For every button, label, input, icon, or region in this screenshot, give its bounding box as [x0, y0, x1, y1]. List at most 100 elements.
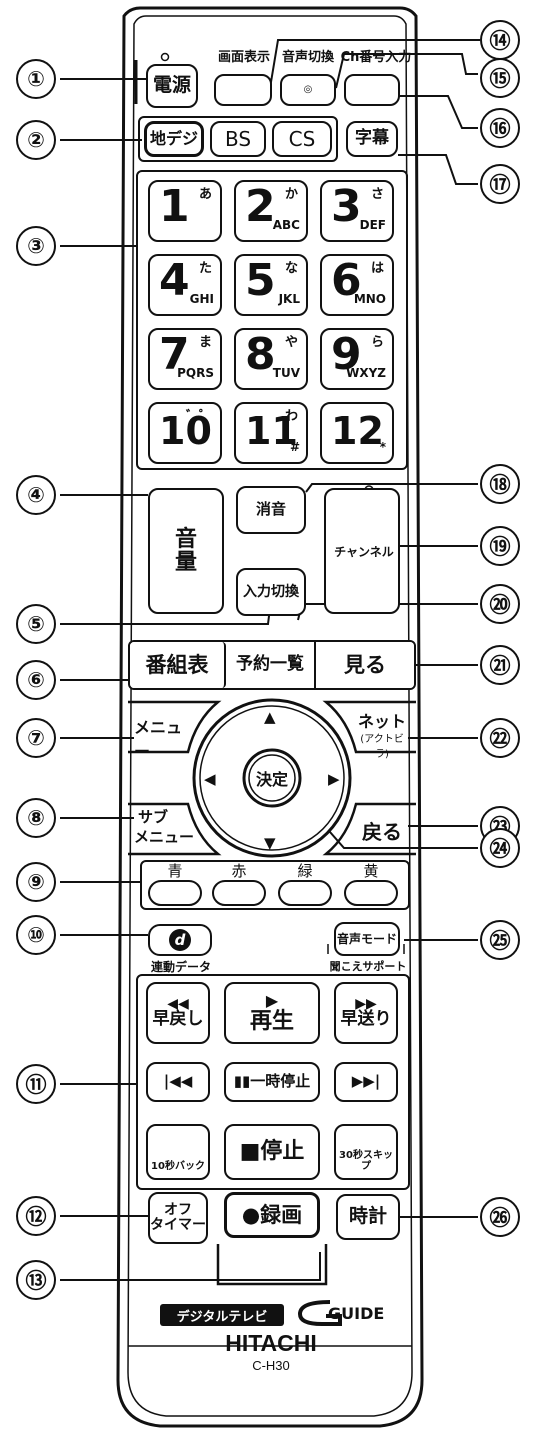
key-number: 11	[245, 409, 298, 453]
key-number: 3	[331, 181, 362, 232]
key-12[interactable]: 12*	[320, 402, 394, 464]
callout-4: ④	[16, 475, 56, 515]
key-kana: あ	[198, 187, 212, 202]
schedule-list-button[interactable]: 予約一覧	[226, 642, 316, 688]
callout-22: ㉒	[480, 718, 520, 758]
menu-button[interactable]: メニュー	[134, 718, 183, 761]
display-label: 画面表示	[217, 50, 270, 65]
pause-icon: ▮▮	[233, 1072, 251, 1091]
linked-data-label: 連動データ	[150, 960, 211, 974]
display-button[interactable]	[214, 74, 272, 106]
volume-rocker[interactable]: 音量	[148, 488, 224, 614]
key-kana: か	[284, 187, 298, 202]
pause-button[interactable]: ▮▮一時停止	[224, 1062, 320, 1102]
input-switch-button[interactable]: 入力切換	[236, 568, 306, 616]
terrestrial-button[interactable]: 地デジ	[144, 121, 204, 157]
skip30-button[interactable]: 30秒スキップ	[334, 1124, 398, 1180]
record-button[interactable]: ●録画	[224, 1192, 320, 1238]
ch-input-label: Ch番号入力	[340, 50, 412, 65]
stop-button[interactable]: ■停止	[224, 1124, 320, 1180]
bs-button[interactable]: BS	[210, 121, 266, 157]
next-chapter-button[interactable]: ▶▶|	[334, 1062, 398, 1102]
key-number: 9	[331, 329, 362, 380]
rewind-button[interactable]: ◀◀ 早戻し	[146, 982, 210, 1044]
down-arrow-button[interactable]: ▼	[264, 834, 276, 852]
callout-21: ㉑	[480, 645, 520, 685]
key-10[interactable]: 10゛゜	[148, 402, 222, 464]
fast-forward-button[interactable]: ▶▶ 早送り	[334, 982, 398, 1044]
prev-chapter-button[interactable]: |◀◀	[146, 1062, 210, 1102]
key-letters: PQRS	[177, 366, 214, 381]
callout-2: ②	[16, 120, 56, 160]
callout-11: ⑪	[16, 1064, 56, 1104]
audio-switch-button[interactable]: ◎	[280, 74, 336, 106]
submenu-line1[interactable]: サブ	[138, 808, 169, 826]
dot-icon: ◎	[303, 83, 313, 95]
rewind-label: 早戻し	[152, 1009, 204, 1030]
play-label: 再生	[249, 1008, 294, 1034]
key-letters: MNO	[353, 292, 386, 307]
watch-button[interactable]: 見る	[316, 642, 414, 688]
callout-14: ⑭	[480, 20, 520, 60]
net-sublabel: (アクトビラ)	[360, 734, 404, 760]
callout-15: ⑮	[480, 58, 520, 98]
right-arrow-button[interactable]: ▶	[328, 770, 340, 788]
cs-button[interactable]: CS	[272, 121, 332, 157]
epg-button[interactable]: 番組表	[130, 642, 226, 688]
keypad-group	[136, 170, 408, 470]
play-button[interactable]: ▶ 再生	[224, 982, 320, 1044]
audio-mode-button[interactable]: 音声モード	[334, 922, 400, 956]
d-button[interactable]: d	[148, 924, 212, 956]
key-letters: WXYZ	[346, 366, 386, 381]
channel-rocker[interactable]: チャンネル	[324, 488, 400, 614]
key-kana: ま	[198, 335, 212, 350]
stop-icon: ■	[239, 1139, 261, 1165]
key-number: 6	[331, 255, 362, 306]
ch-input-button[interactable]	[344, 74, 400, 106]
up-arrow-button[interactable]: ▲	[264, 708, 276, 726]
off-timer-button[interactable]: オフ タイマー	[148, 1192, 208, 1244]
brand-name: HITACHI	[225, 1330, 317, 1356]
color-group	[140, 860, 410, 910]
callout-13: ⑬	[16, 1260, 56, 1300]
off-timer-line2: タイマー	[150, 1217, 206, 1233]
callout-10: ⑩	[16, 915, 56, 955]
key-letters: DEF	[359, 218, 386, 233]
callout-25: ㉕	[480, 920, 520, 960]
submenu-line2[interactable]: メニュー	[134, 828, 195, 846]
power-button[interactable]: 電源	[146, 64, 198, 108]
subtitle-button[interactable]: 字幕	[346, 121, 398, 157]
clock-button[interactable]: 時計	[336, 1194, 400, 1240]
back-button[interactable]: 戻る	[362, 820, 402, 844]
key-letters: GHI	[189, 292, 214, 307]
mute-button[interactable]: 消音	[236, 486, 306, 534]
function-row	[128, 640, 416, 690]
key-kana: ゛゜	[185, 409, 212, 424]
color-button-2[interactable]	[212, 880, 266, 906]
callout-12: ⑫	[16, 1196, 56, 1236]
color-button-3[interactable]	[278, 880, 332, 906]
ok-button[interactable]: 決定	[255, 770, 288, 789]
color-button-1[interactable]	[148, 880, 202, 906]
callout-26: ㉖	[480, 1197, 520, 1237]
color-label: 赤	[231, 862, 247, 880]
d-icon: d	[169, 929, 191, 951]
color-button-4[interactable]	[344, 880, 398, 906]
key-number: 1	[159, 181, 190, 232]
model-number: C-H30	[252, 1358, 290, 1373]
left-arrow-button[interactable]: ◀	[204, 770, 216, 788]
callout-1: ①	[16, 59, 56, 99]
back10-button[interactable]: 10秒バック	[146, 1124, 210, 1180]
net-button[interactable]: ネット	[357, 712, 406, 731]
callout-6: ⑥	[16, 660, 56, 700]
